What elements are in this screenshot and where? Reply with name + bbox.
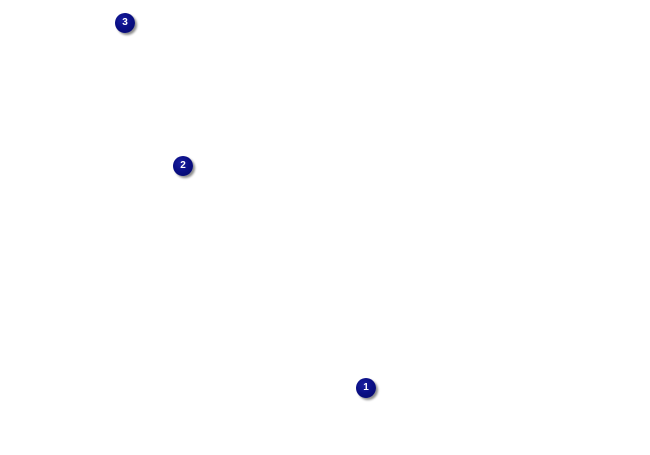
step-marker-1[interactable]: 1 [356,378,376,398]
step-marker-3[interactable]: 3 [115,13,135,33]
step-marker-2[interactable]: 2 [173,156,193,176]
